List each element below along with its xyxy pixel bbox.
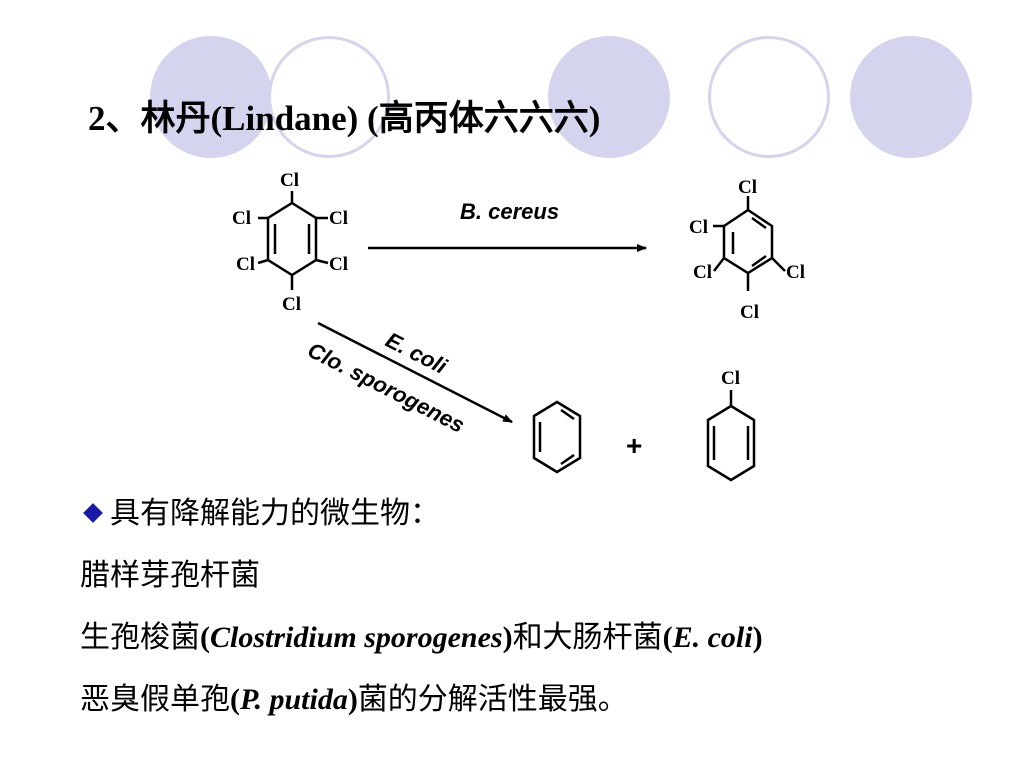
text-segment: ) [502, 621, 513, 654]
decor-circle [150, 36, 272, 158]
atom-label: Cl [689, 217, 708, 238]
atom-label: Cl [740, 302, 759, 323]
text-segment: 腊样芽孢杆菌 [80, 558, 260, 593]
atom-label: Cl [738, 177, 757, 198]
text-segment: 和大肠杆菌 [512, 620, 663, 655]
bullet-diamond-icon [83, 503, 103, 523]
text-segment: ) [752, 621, 763, 654]
atom-label: Cl [282, 294, 301, 315]
reaction-arrow [317, 321, 513, 424]
organism-label: E. coli [382, 327, 452, 379]
atom-label: Cl [721, 368, 740, 389]
decor-circle [850, 36, 972, 158]
tetrachlorobenzene-structure [713, 196, 786, 291]
text-segment: 具有降解能力的微生物： [110, 496, 440, 531]
text-segment: 恶臭假单孢 [80, 682, 230, 717]
text-line: 具有降解能力的微生物： [80, 488, 440, 532]
slide-title: 2、林丹(Lindane) (高丙体六六六) [88, 99, 601, 138]
decor-circle [548, 36, 670, 158]
atom-label: Cl [693, 262, 712, 283]
species-name: Clostridium sporogenes [210, 621, 503, 654]
text-segment: ( [200, 621, 210, 654]
text-segment: 菌的分解活性最强。 [357, 682, 628, 717]
chlorobenzene-structure [706, 390, 756, 482]
atom-label: Cl [232, 208, 251, 229]
text-segment: 生孢梭菌 [80, 620, 200, 655]
atom-label: Cl [329, 254, 348, 275]
text-line: 腊样芽孢杆菌 [80, 550, 260, 594]
atom-label: Cl [329, 208, 348, 229]
lindane-structure [257, 191, 329, 290]
text-segment: ( [230, 683, 240, 716]
atom-label: Cl [236, 254, 255, 275]
text-line: 生孢梭菌(Clostridium sporogenes)和大肠杆菌(E. col… [80, 612, 763, 656]
species-name: P. putida [240, 683, 348, 716]
decor-circle [268, 36, 390, 158]
decor-circle [708, 36, 830, 158]
species-name: E. coli [672, 621, 753, 654]
atom-label: Cl [280, 170, 299, 191]
plus-sign: + [626, 430, 642, 461]
atom-label: Cl [786, 262, 805, 283]
text-line: 恶臭假单孢(P. putida)菌的分解活性最强。 [80, 674, 628, 718]
text-segment: ) [347, 683, 358, 716]
text-segment: ( [662, 621, 673, 654]
organism-label: B. cereus [460, 199, 559, 224]
benzene-structure [532, 400, 582, 474]
